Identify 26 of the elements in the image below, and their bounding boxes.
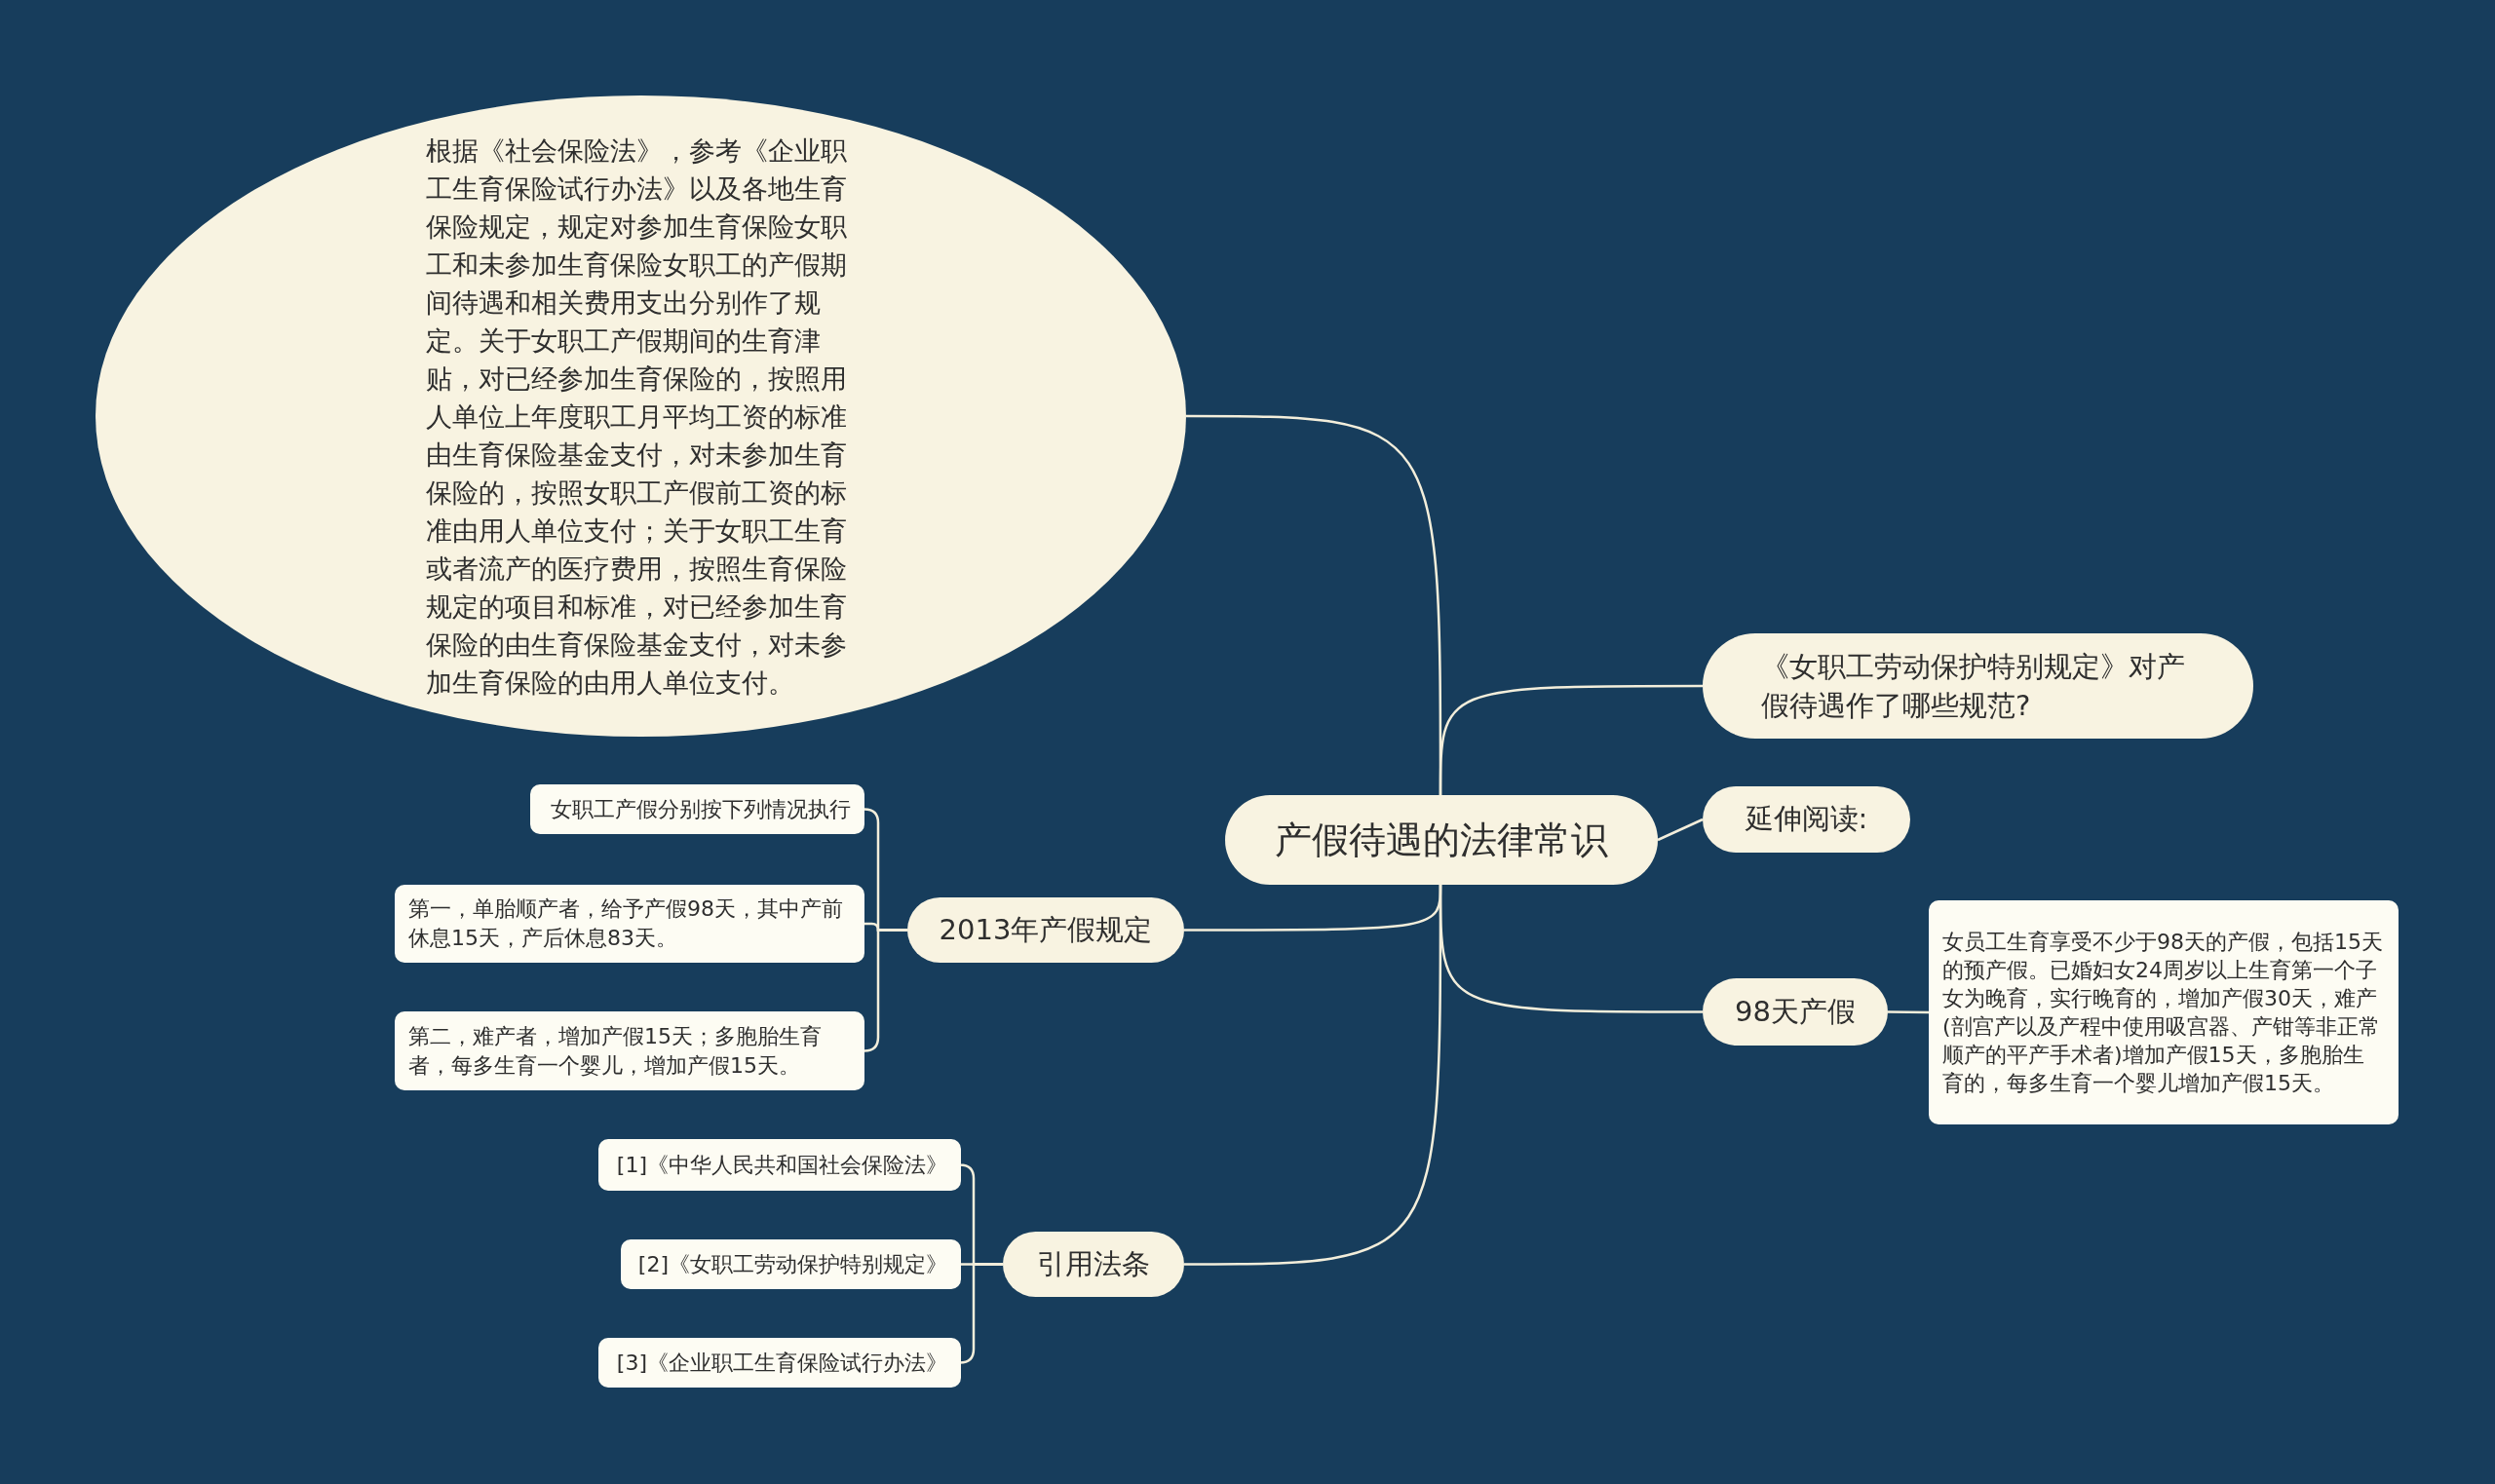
node-text: 第一，单胎顺产者，给予产假98天，其中产前休息15天，产后休息83天。 [408,895,844,952]
connector-line [1439,684,1703,795]
note-box [395,1011,864,1090]
node-text: [2]《女职工劳动保护特别规定》 [637,1250,947,1278]
node-text: 《女职工劳动保护特别规定》对产假待遇作了哪些规范? [1761,649,2186,724]
node-text: 延伸阅读: [1745,801,1868,837]
node-text: 98天产假 [1735,993,1856,1030]
node-text: 产假待遇的法律常识 [1275,817,1608,863]
note-box [621,1239,961,1289]
node-text: 2013年产假规定 [939,911,1153,948]
connector-line [1888,1010,1929,1014]
note-box [1929,900,2399,1124]
node-text: 女员工生育享受不少于98天的产假，包括15天的预产假。已婚妇女24周岁以上生育第一个子女为晚育，实行晚育的，增加产假30天，难产(剖宫产以及产程中使用吸宫器、产钳等非正常顺产的平产手术者)增加产假15天，多胞胎生育的，每多生育一个婴儿增加产假15天。 [1942,929,2384,1097]
note-box [598,1338,961,1388]
connector-line [863,929,907,1052]
node-text: 根据《社会保险法》，参考《企业职工生育保险试行办法》以及各地生育保险规定，规定对参加生育保险女职工和未参加生育保险女职工的产假期间待遇和相关费用支出分别作了规定。关于女职工产假期间的生育津贴，对已经参加生育保险的，按照用人单位上年度职工月平均工资的标准由生育保险基金支付，对未参加生育保险的，按照女职工产假前工资的标准由用人单位支付；关于女职工生育或者流产的医疗费用，按照生育保险规定的项目和标准，对已经参加生育保险的由生育保险基金支付，对未参加生育保险的由用人单位支付。 [425,133,848,700]
note-box [598,1139,961,1191]
connector-line [1657,818,1704,842]
note-box [530,784,864,834]
note-box [395,885,864,963]
node-text: 女职工产假分别按下列情况执行 [551,795,851,823]
node-text: [3]《企业职工生育保险试行办法》 [616,1349,947,1377]
node-text: 第二，难产者，增加产假15天；多胞胎生育者，每多生育一个婴儿，增加产假15天。 [408,1022,823,1080]
node-text: 引用法条 [1037,1245,1150,1282]
connector-line [1184,885,1442,1266]
node-text: [1]《中华人民共和国社会保险法》 [616,1151,947,1179]
